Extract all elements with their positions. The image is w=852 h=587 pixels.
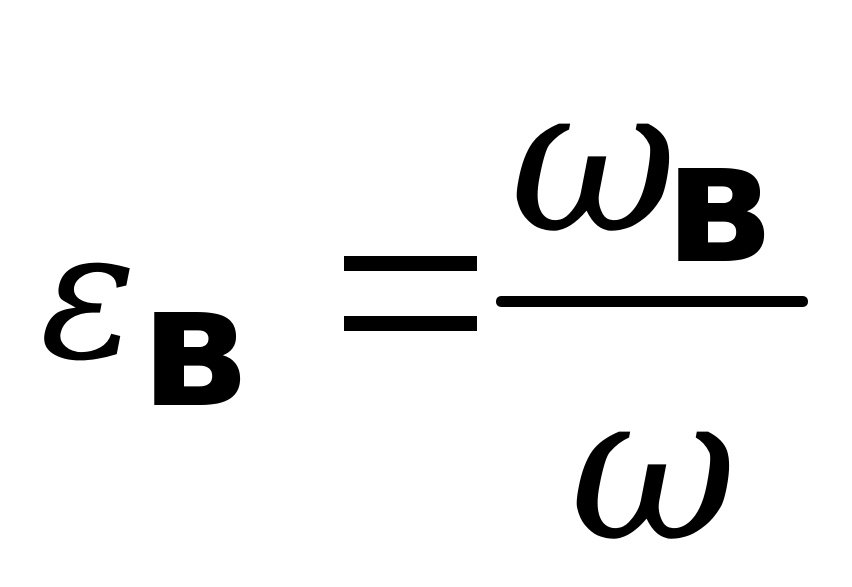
lhs-subscript: в <box>140 248 248 446</box>
equals-bottom-bar <box>344 316 477 331</box>
fraction-bar <box>496 296 808 307</box>
numerator-subscript: в <box>664 104 772 302</box>
lhs-symbol: ε <box>40 191 137 400</box>
equals-top-bar <box>344 256 477 271</box>
denominator-symbol: ω <box>570 349 738 587</box>
numerator-symbol: ω <box>510 41 678 279</box>
